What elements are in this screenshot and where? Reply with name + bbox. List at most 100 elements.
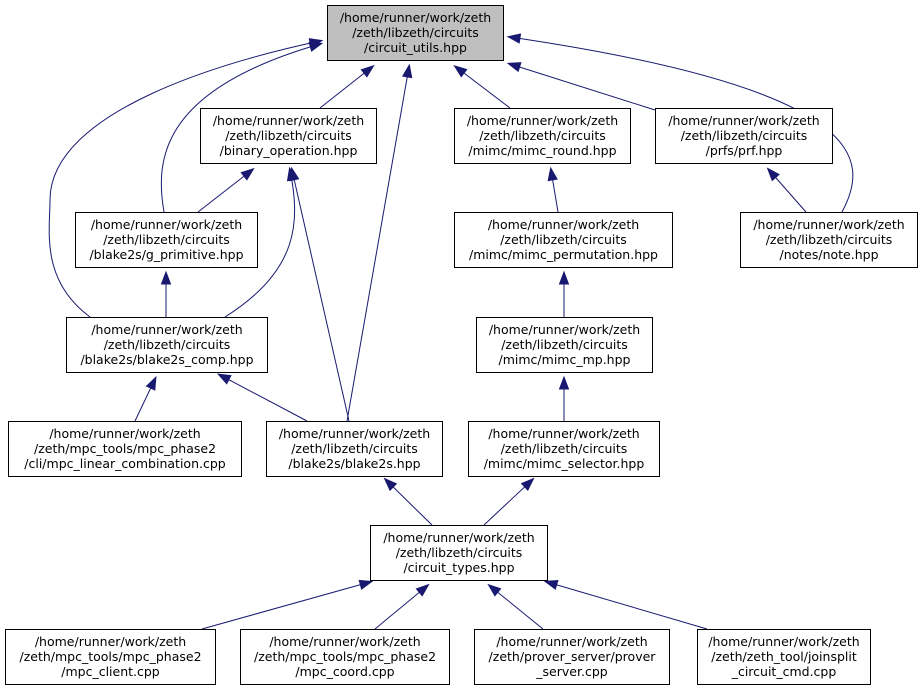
node-mimc-selector[interactable]: /home/runner/work/zeth/zeth/libzeth/circ…	[468, 421, 660, 477]
nodes-layer: /home/runner/work/zeth/zeth/libzeth/circ…	[5, 5, 918, 685]
arrowhead-icon	[543, 579, 559, 590]
edge-binary_operation-to-circuit_utils	[319, 64, 375, 109]
node-box	[655, 108, 833, 164]
node-label-line: /zeth/mpc_tools/mpc_phase2	[19, 649, 201, 664]
node-label-line: /zeth/libzeth/circuits	[103, 232, 230, 247]
node-label-line: /home/runner/work/zeth	[279, 426, 430, 441]
node-g-primitive[interactable]: /home/runner/work/zeth/zeth/libzeth/circ…	[75, 212, 258, 268]
arrowhead-icon	[160, 270, 172, 285]
edge-mpc_linear_combination-to-blake2s_comp	[134, 375, 157, 422]
node-box	[327, 5, 504, 61]
node-mimc-mp[interactable]: /home/runner/work/zeth/zeth/libzeth/circ…	[476, 317, 653, 373]
edge-line	[201, 581, 371, 630]
node-label-line: /zeth/libzeth/circuits	[225, 128, 352, 143]
edge-mpc_coord-to-circuit_types	[374, 583, 430, 630]
arrowhead-icon	[383, 477, 398, 492]
node-box	[75, 212, 258, 268]
node-label-line: /mpc_coord.cpp	[295, 664, 394, 679]
edge-blake2s_comp-to-g_primitive	[160, 270, 172, 317]
arrowhead-icon	[766, 167, 780, 182]
node-label-line: /circuit_types.hpp	[403, 560, 514, 575]
node-label-line: /home/runner/work/zeth	[488, 426, 639, 441]
edge-line	[546, 581, 708, 630]
edge-line	[489, 585, 544, 630]
node-joinsplit-circuit-cmd[interactable]: /home/runner/work/zeth/zeth/zeth_tool/jo…	[697, 629, 871, 685]
node-label-line: /zeth/libzeth/circuits	[501, 337, 628, 352]
arrowhead-icon	[145, 375, 157, 391]
arrowhead-icon	[547, 166, 558, 182]
edge-line	[455, 66, 511, 109]
node-label-line: /zeth/libzeth/circuits	[352, 25, 479, 40]
node-box	[454, 212, 673, 268]
edge-blake2s-to-blake2s_comp	[216, 373, 308, 422]
node-label-line: /home/runner/work/zeth	[708, 634, 859, 649]
node-prover-server[interactable]: /home/runner/work/zeth/zeth/prover_serve…	[474, 629, 670, 685]
node-circuit-utils[interactable]: /home/runner/work/zeth/zeth/libzeth/circ…	[327, 5, 504, 61]
node-label-line: /home/runner/work/zeth	[49, 426, 200, 441]
node-note[interactable]: /home/runner/work/zeth/zeth/libzeth/circ…	[740, 212, 918, 268]
node-label-line: /zeth/libzeth/circuits	[291, 441, 418, 456]
node-circuit-types[interactable]: /home/runner/work/zeth/zeth/libzeth/circ…	[370, 525, 548, 581]
node-blake2s-comp[interactable]: /home/runner/work/zeth/zeth/libzeth/circ…	[66, 317, 268, 373]
edge-blake2s-to-circuit_utils	[346, 63, 413, 422]
node-label-line: /blake2s/g_primitive.hpp	[89, 247, 243, 262]
edge-line	[385, 479, 433, 526]
node-label-line: /mimc/mimc_mp.hpp	[499, 352, 631, 367]
node-blake2s[interactable]: /home/runner/work/zeth/zeth/libzeth/circ…	[266, 421, 443, 477]
node-binary-operation[interactable]: /home/runner/work/zeth/zeth/libzeth/circ…	[200, 108, 377, 164]
arrowhead-icon	[487, 583, 502, 597]
edge-note-to-prf	[766, 167, 807, 213]
edge-line	[224, 169, 296, 318]
node-box	[454, 108, 631, 164]
node-label-line: /home/runner/work/zeth	[91, 217, 242, 232]
node-box	[370, 525, 548, 581]
edge-mpc_client-to-circuit_types	[201, 579, 374, 630]
edge-blake2s_comp-to-circuit_utils	[48, 38, 324, 318]
edge-line	[197, 169, 253, 213]
node-label-line: /blake2s/blake2s.hpp	[288, 456, 420, 471]
node-label-line: /blake2s/blake2s_comp.hpp	[80, 352, 253, 367]
node-label-line: /home/runner/work/zeth	[488, 217, 639, 232]
edge-line	[346, 66, 410, 422]
node-label-line: /home/runner/work/zeth	[35, 634, 186, 649]
node-label-line: /mimc/mimc_permutation.hpp	[469, 247, 658, 262]
arrowhead-icon	[308, 38, 324, 49]
edge-g_primitive-to-binary_operation	[197, 167, 255, 213]
node-label-line: /cli/mpc_linear_combination.cpp	[24, 456, 225, 471]
node-mpc-linear-combination[interactable]: /home/runner/work/zeth/zeth/mpc_tools/mp…	[8, 421, 242, 477]
arrowhead-icon	[506, 33, 522, 44]
node-label-line: /notes/note.hpp	[779, 247, 878, 262]
arrowhead-icon	[240, 167, 255, 181]
node-mimc-round[interactable]: /home/runner/work/zeth/zeth/libzeth/circ…	[454, 108, 631, 164]
edge-line	[160, 43, 321, 213]
node-label-line: /zeth/zeth_tool/joinsplit	[711, 649, 857, 664]
node-label-line: /home/runner/work/zeth	[753, 217, 904, 232]
node-box	[240, 629, 450, 685]
edge-prover_server-to-circuit_types	[487, 583, 544, 630]
arrowhead-icon	[358, 579, 374, 590]
node-mimc-permutation[interactable]: /home/runner/work/zeth/zeth/libzeth/circ…	[454, 212, 673, 268]
node-mpc-client[interactable]: /home/runner/work/zeth/zeth/mpc_tools/mp…	[5, 629, 216, 685]
node-label-line: /zeth/prover_server/prover	[489, 649, 657, 664]
arrowhead-icon	[415, 583, 430, 597]
node-label-line: /home/runner/work/zeth	[496, 634, 647, 649]
edge-blake2s-to-binary_operation	[289, 166, 350, 422]
edges-layer	[48, 33, 854, 630]
node-prf[interactable]: /home/runner/work/zeth/zeth/libzeth/circ…	[655, 108, 833, 164]
edge-mimc_mp-to-mimc_permutation	[558, 270, 570, 317]
edge-line	[319, 66, 373, 109]
edge-circuit_types-to-mimc_selector	[483, 477, 535, 526]
node-label-line: /mpc_client.cpp	[61, 664, 160, 679]
node-box	[740, 212, 918, 268]
node-label-line: /home/runner/work/zeth	[383, 530, 534, 545]
arrowhead-icon	[360, 64, 375, 78]
node-label-line: /binary_operation.hpp	[220, 143, 358, 158]
node-label-line: /zeth/libzeth/circuits	[681, 128, 808, 143]
node-mpc-coord[interactable]: /home/runner/work/zeth/zeth/mpc_tools/mp…	[240, 629, 450, 685]
arrowhead-icon	[558, 270, 570, 285]
arrowhead-icon	[289, 166, 300, 182]
node-box	[697, 629, 871, 685]
edge-line	[48, 40, 321, 318]
arrowhead-icon	[453, 64, 468, 78]
node-label-line: /zeth/libzeth/circuits	[396, 545, 523, 560]
